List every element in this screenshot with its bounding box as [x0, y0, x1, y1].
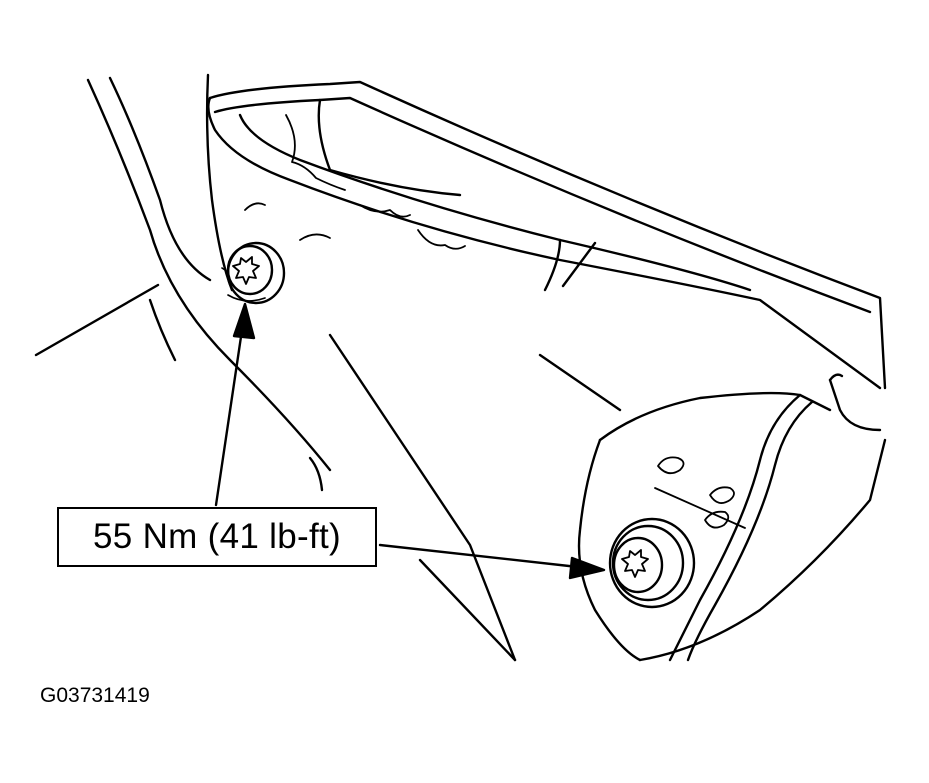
leader-line-lower [378, 543, 580, 569]
bracket-outline [207, 80, 887, 390]
mount-slots [654, 456, 746, 529]
upper-bolt [221, 241, 286, 305]
mount-body [308, 333, 887, 662]
leader-line-upper [214, 328, 244, 507]
leader-arrows [214, 302, 606, 580]
figure-id: G03731419 [40, 684, 150, 707]
arrowhead-lower [568, 556, 606, 580]
torx-bolt-icon [621, 549, 649, 578]
lower-bolt [608, 517, 696, 609]
casting-detail [244, 114, 466, 250]
torque-spec-label: 55 Nm (41 lb-ft) [93, 517, 341, 556]
torx-bolt-icon [232, 256, 260, 285]
torque-spec-callout: 55 Nm (41 lb-ft) [57, 507, 377, 567]
frame-rail [34, 73, 332, 472]
arrowhead-upper [232, 302, 256, 340]
